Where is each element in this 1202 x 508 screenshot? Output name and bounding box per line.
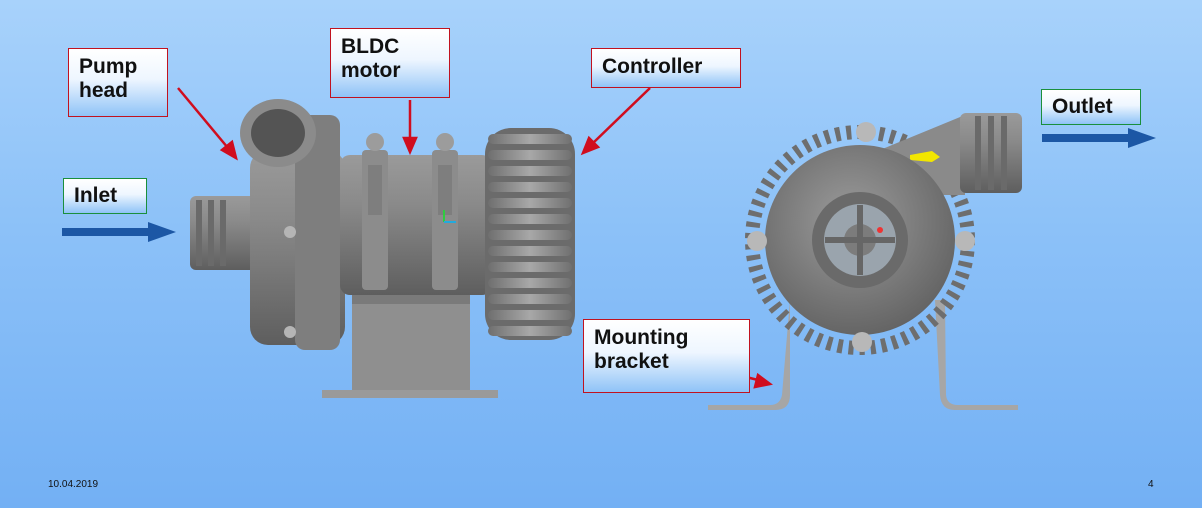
- screw: [747, 231, 767, 251]
- side-bracket-base: [322, 390, 498, 398]
- slide-date: 10.04.2019: [48, 479, 99, 490]
- bldc-motor-label: BLDC motor: [330, 28, 450, 98]
- inlet-flow-arrow: [62, 222, 176, 242]
- inlet-label: Inlet: [63, 178, 147, 214]
- inlet-pipe: [190, 196, 260, 270]
- pump-side-view: [190, 99, 575, 398]
- front-bracket-right: [935, 300, 1018, 410]
- controller-heatsink: [485, 128, 575, 340]
- screw: [955, 231, 975, 251]
- pump-front-view: [708, 113, 1022, 410]
- front-bracket-left: [708, 300, 790, 410]
- outlet-label: Outlet: [1041, 89, 1141, 125]
- side-bracket-stand: [352, 290, 470, 392]
- outlet-flow-arrow: [1042, 128, 1156, 148]
- pump-head-housing: [240, 99, 345, 350]
- motor-body: [340, 133, 492, 295]
- mounting-bracket-label: Mounting bracket: [583, 319, 750, 393]
- pump-head-pointer: [177, 87, 229, 149]
- slide-page-number: 4: [1148, 479, 1154, 490]
- flow-arrows: [62, 128, 1156, 242]
- pump-head-label: Pump head: [68, 48, 168, 117]
- screw: [852, 332, 872, 352]
- controller-pointer: [591, 87, 651, 145]
- screw: [856, 122, 876, 142]
- controller-label: Controller: [591, 48, 741, 88]
